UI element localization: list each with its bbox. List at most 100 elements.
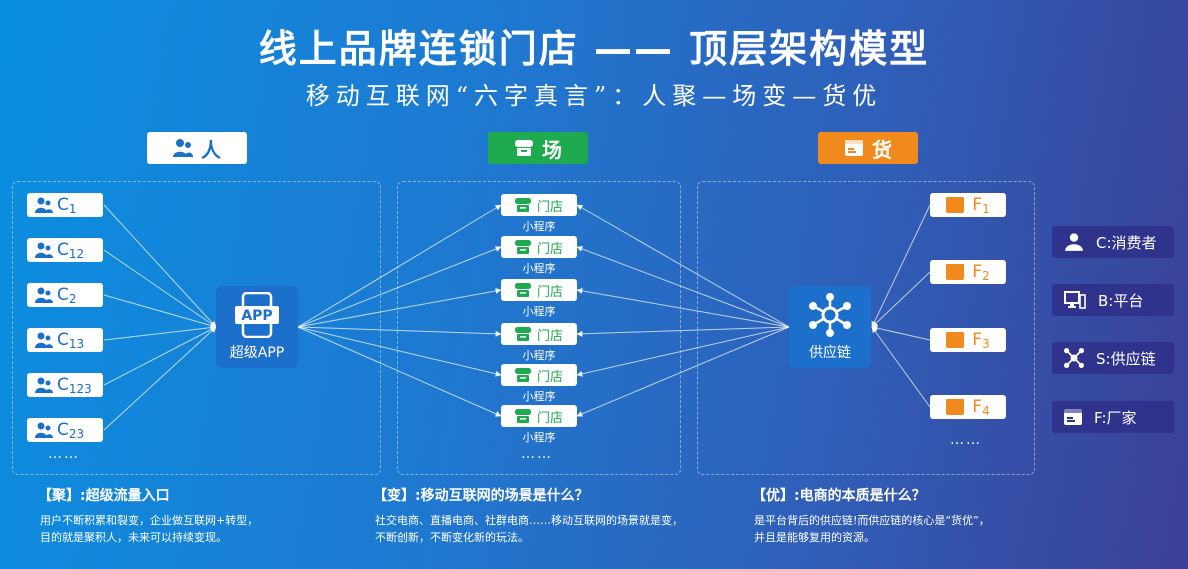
connector-line: [576, 326, 790, 377]
connector-line: [297, 326, 502, 377]
person-icon: [173, 139, 193, 157]
legend-item: S:供应链: [1052, 342, 1174, 374]
store-icon: [514, 368, 531, 382]
consumer-box: C2: [27, 283, 103, 307]
consumer-label: C13: [57, 330, 85, 351]
legend-item: C:消费者: [1052, 226, 1174, 258]
connector-line: [871, 204, 931, 328]
connector-line: [576, 326, 790, 337]
store-ellipsis: ……: [521, 446, 553, 462]
caption-line: 社交电商、直播电商、社群电商……移动互联网的场景就是变，: [375, 514, 683, 527]
connector-line: [297, 326, 502, 337]
factory-label: F4: [972, 397, 990, 418]
panel-goods: [697, 181, 1035, 475]
monitor-icon: [1064, 291, 1086, 309]
app-badge-text: APP: [241, 308, 272, 324]
person-icon: [35, 242, 53, 258]
connector-line: [297, 246, 502, 328]
panel-place: [397, 181, 681, 475]
consumer-box: C23: [27, 418, 103, 442]
header-people: 人: [147, 132, 247, 164]
legend-label: S:供应链: [1096, 349, 1156, 368]
store-label: 门店: [536, 328, 563, 344]
consumer-label: C1: [57, 195, 77, 216]
connector-line: [103, 249, 217, 328]
caption-title: 【聚】:超级流量入口: [38, 488, 170, 504]
store-icon: [514, 327, 531, 341]
consumer-box: C13: [27, 328, 103, 352]
connector-line: [103, 326, 217, 431]
box-icon: [946, 197, 965, 213]
factory-label: F1: [972, 195, 990, 216]
consumer-subscript: 13: [68, 337, 85, 351]
consumer-subscript: 123: [68, 382, 92, 396]
consumer-subscript: 12: [68, 247, 85, 261]
consumer-label: C123: [57, 375, 92, 396]
consumer-ellipsis: ……: [48, 446, 80, 462]
store-icon: [514, 198, 531, 212]
store-label: 门店: [536, 369, 563, 385]
mini-program-label: 小程序: [522, 262, 556, 275]
phone-app-icon: APP: [235, 292, 279, 338]
caption-line: 不断创新，不断变化新的玩法。: [375, 531, 529, 544]
factory-ellipsis: ……: [950, 432, 982, 448]
network-icon: [1064, 348, 1084, 368]
mini-program-label: 小程序: [522, 220, 556, 233]
factory-subscript: 3: [982, 337, 990, 351]
store-icon: [514, 409, 531, 423]
network-icon: [809, 293, 851, 337]
header-goods: 货: [818, 132, 918, 164]
caption-title: 【变】:移动互联网的场景是什么？: [373, 488, 589, 504]
legend-label: C:消费者: [1096, 233, 1157, 252]
diagram-title: 线上品牌连锁门店 —— 顶层架构模型: [258, 27, 930, 71]
super-app-label: 超级APP: [229, 345, 285, 361]
factory-box: F4: [930, 395, 1006, 419]
factory-label: F2: [972, 262, 990, 283]
factory-label: F3: [972, 330, 990, 351]
factory-subscript: 4: [982, 404, 990, 418]
header-people-label: 人: [201, 137, 221, 162]
store-box: 门店: [501, 194, 577, 216]
factory-subscript: 2: [982, 269, 990, 283]
mini-program-label: 小程序: [522, 305, 556, 318]
factory-box: F1: [930, 193, 1006, 217]
store-box: 门店: [501, 323, 577, 345]
person-icon: [35, 332, 53, 348]
store-icon: [514, 283, 531, 297]
header-place: 场: [488, 132, 588, 164]
caption-line: 并且是能够复用的资源。: [754, 531, 875, 544]
mini-program-label: 小程序: [522, 431, 556, 444]
box-icon: [1064, 409, 1082, 425]
person-icon: [35, 287, 53, 303]
connector-line: [871, 325, 931, 341]
box-icon: [946, 332, 965, 348]
store-label: 门店: [536, 410, 563, 426]
consumer-label: C23: [57, 420, 85, 441]
super-app-hub: APP 超级APP: [216, 286, 298, 368]
mini-program-label: 小程序: [522, 390, 556, 403]
caption-title: 【优】:电商的本质是什么？: [752, 488, 926, 504]
connector-line: [871, 271, 931, 328]
legend-item: B:平台: [1052, 284, 1174, 316]
factory-subscript: 1: [982, 202, 990, 216]
connector-line: [297, 326, 502, 417]
mini-program-label: 小程序: [522, 349, 556, 362]
supply-chain-hub: 供应链: [789, 286, 871, 368]
consumer-subscript: 1: [68, 202, 77, 216]
header-goods-label: 货: [872, 137, 892, 162]
consumer-label: C2: [57, 285, 77, 306]
connector-line: [576, 246, 790, 328]
store-box: 门店: [501, 405, 577, 427]
supply-chain-label: 供应链: [809, 345, 851, 361]
connector-line: [871, 326, 931, 408]
connector-line: [103, 204, 217, 328]
store-icon: [514, 240, 531, 254]
box-icon: [845, 140, 863, 156]
connector-line: [297, 288, 502, 328]
connector-line: [297, 204, 502, 328]
consumer-box: C123: [27, 373, 103, 397]
factory-box: F3: [930, 328, 1006, 352]
store-box: 门店: [501, 364, 577, 386]
store-icon: [515, 140, 533, 156]
